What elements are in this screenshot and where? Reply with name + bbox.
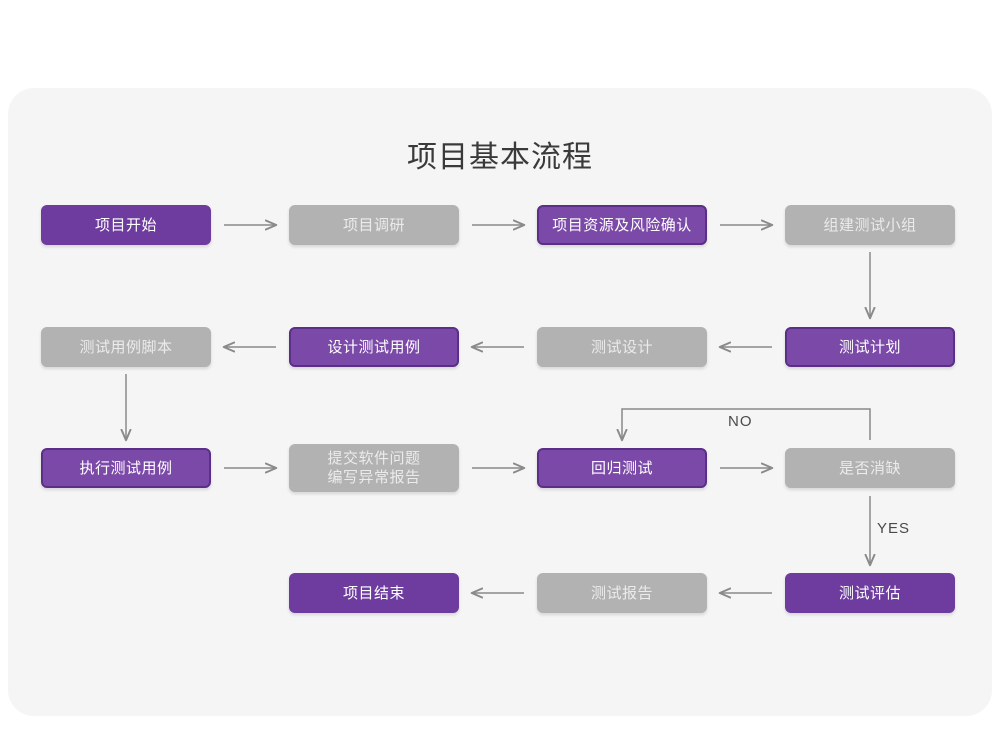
- node-label: 测试用例脚本: [79, 338, 173, 356]
- node-project-start[interactable]: 项目开始: [41, 205, 211, 245]
- node-label: 组建测试小组: [823, 216, 917, 234]
- node-defect-cleared[interactable]: 是否消缺: [785, 448, 955, 488]
- node-label: 测试设计: [590, 338, 653, 356]
- node-test-report[interactable]: 测试报告: [537, 573, 707, 613]
- node-label: 项目结束: [342, 584, 405, 602]
- node-project-end[interactable]: 项目结束: [289, 573, 459, 613]
- node-label: 测试评估: [838, 584, 901, 602]
- node-submit-issue-report[interactable]: 提交软件问题 编写异常报告: [289, 444, 459, 492]
- node-test-plan[interactable]: 测试计划: [785, 327, 955, 367]
- edge-label-no: NO: [728, 413, 753, 430]
- node-label: 测试报告: [590, 584, 653, 602]
- node-project-research[interactable]: 项目调研: [289, 205, 459, 245]
- page-title: 项目基本流程: [407, 141, 593, 174]
- node-design-testcase[interactable]: 设计测试用例: [289, 327, 459, 367]
- node-label: 项目开始: [94, 216, 157, 234]
- node-label: 执行测试用例: [79, 459, 173, 477]
- diagram-panel: [8, 88, 992, 716]
- node-label: 是否消缺: [838, 459, 901, 477]
- node-execute-testcase[interactable]: 执行测试用例: [41, 448, 211, 488]
- edge-label-yes: YES: [877, 520, 911, 537]
- node-label: 项目调研: [342, 216, 405, 234]
- node-label: 回归测试: [590, 459, 653, 477]
- node-testcase-script[interactable]: 测试用例脚本: [41, 327, 211, 367]
- node-build-test-team[interactable]: 组建测试小组: [785, 205, 955, 245]
- node-label: 设计测试用例: [327, 338, 421, 356]
- node-label: 提交软件问题 编写异常报告: [327, 450, 421, 486]
- node-label: 测试计划: [838, 338, 901, 356]
- node-label: 项目资源及风险确认: [552, 216, 692, 234]
- node-test-evaluation[interactable]: 测试评估: [785, 573, 955, 613]
- node-test-design[interactable]: 测试设计: [537, 327, 707, 367]
- node-regression-test[interactable]: 回归测试: [537, 448, 707, 488]
- node-resource-risk[interactable]: 项目资源及风险确认: [537, 205, 707, 245]
